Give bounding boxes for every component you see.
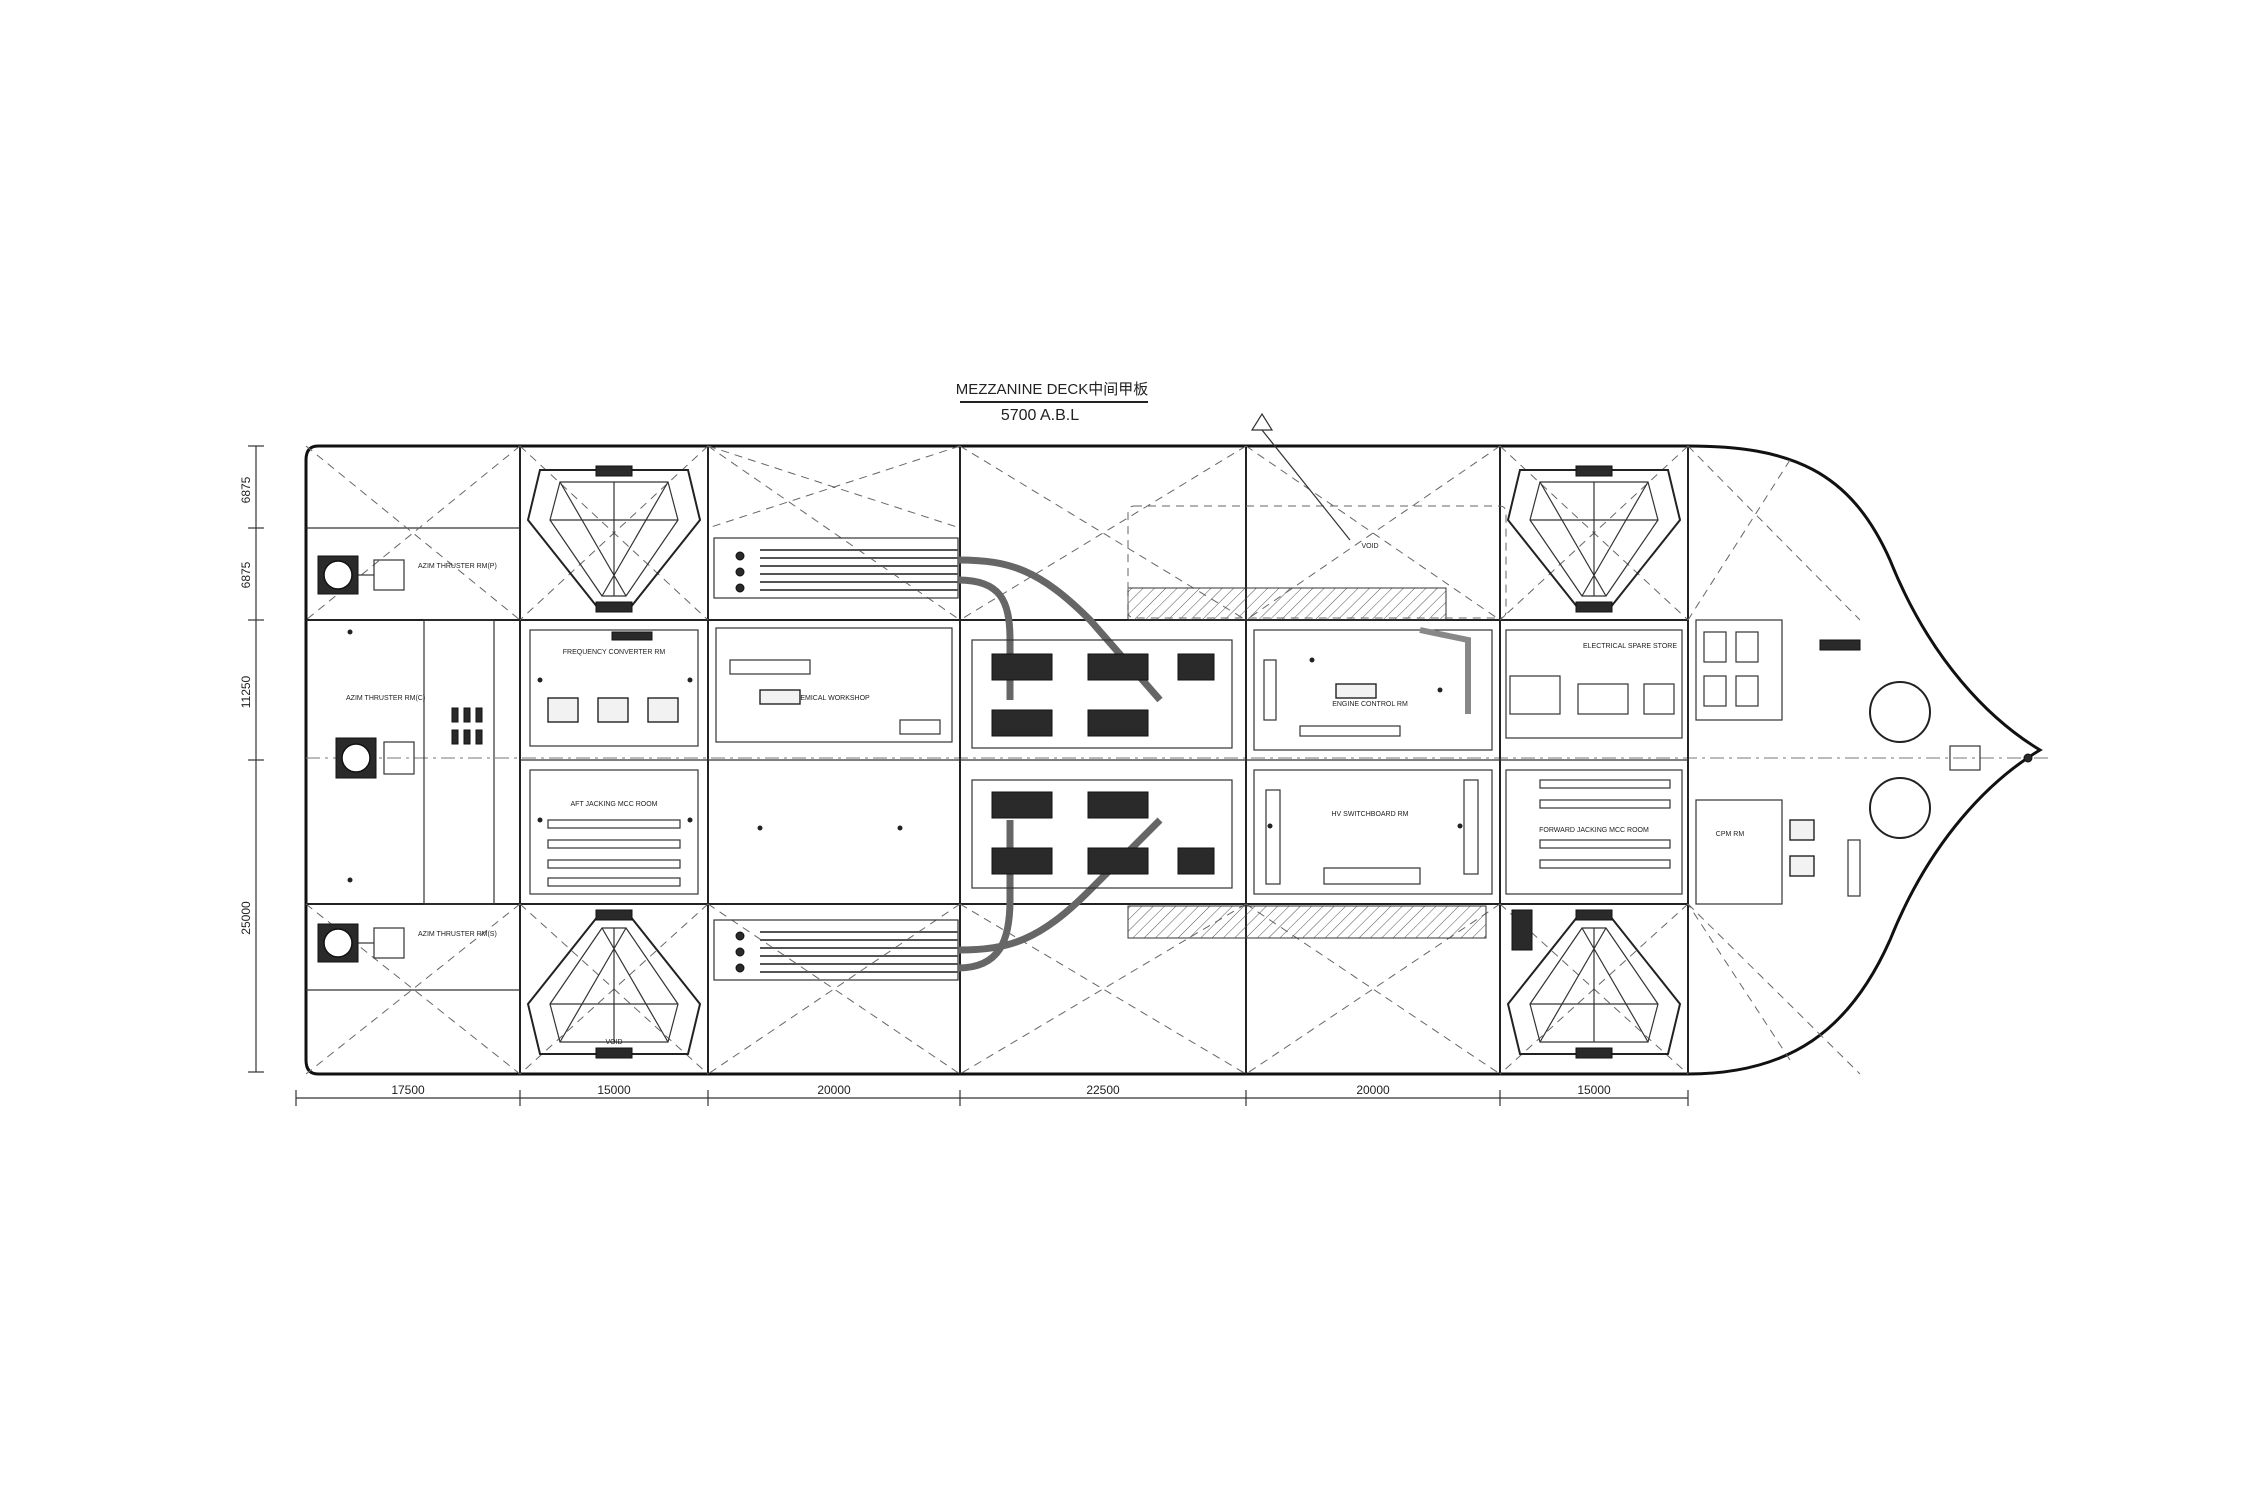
forward-jacking-mcc-room: FORWARD JACKING MCC ROOM [1505, 769, 1683, 951]
dim-left-1: 6875 [239, 476, 253, 503]
title-block: MEZZANINE DECK中间甲板 5700 A.B.L [956, 380, 1149, 424]
hatched-areas [1127, 505, 1507, 939]
thruster-star [317, 923, 405, 963]
label-chem-workshop: CHEMICAL WORKSHOP [790, 695, 870, 702]
generator-sets [971, 639, 1233, 889]
dim-bottom-1: 17500 [391, 1083, 425, 1097]
drawing-title: MEZZANINE DECK中间甲板 [956, 380, 1149, 398]
label-engine-control: ENGINE CONTROL RM [1332, 701, 1408, 708]
dim-left-3: 11250 [239, 675, 253, 708]
dim-bottom-3: 20000 [817, 1083, 851, 1097]
deck-fittings [347, 629, 1463, 883]
leg-well-aft-star [526, 909, 702, 1059]
label-azim-c: AZIM THRUSTER RM(C) [346, 695, 425, 702]
drawing-subtitle: 5700 A.B.L [1001, 407, 1079, 424]
hv-switchboard-room: HV SWITCHBOARD RM [1253, 769, 1493, 895]
thruster-port [317, 555, 405, 595]
label-aft-mcc: AFT JACKING MCC ROOM [571, 801, 658, 808]
leg-well-aft-port [526, 465, 702, 613]
dim-bottom-4: 22500 [1086, 1083, 1120, 1097]
electrical-spare-store: ELECTRICAL SPARE STORE [1505, 629, 1683, 739]
cable-trays-bottom [713, 817, 1163, 981]
dim-bottom-5: 20000 [1356, 1083, 1390, 1097]
void-labels: VOID VOID [605, 543, 1378, 1046]
label-hv-switchboard: HV SWITCHBOARD RM [1332, 811, 1409, 818]
label-void-bottom: VOID [605, 1039, 622, 1046]
label-freq-conv: FREQUENCY CONVERTER RM [563, 649, 666, 656]
dim-left-2: 6875 [239, 561, 253, 588]
chemical-workshop: CHEMICAL WORKSHOP [715, 627, 953, 743]
label-void-top: VOID [1361, 543, 1378, 550]
engine-control-room: ENGINE CONTROL RM [1253, 627, 1493, 751]
label-azim-s: AZIM THRUSTER RM(S) [418, 931, 497, 938]
aft-jacking-mcc-room: AFT JACKING MCC ROOM [529, 769, 699, 895]
dim-bottom-2: 15000 [597, 1083, 631, 1097]
cable-trays-top [713, 537, 1163, 703]
label-fwd-mcc: FORWARD JACKING MCC ROOM [1539, 827, 1649, 834]
dimension-lines: 17500 15000 20000 22500 20000 15000 6875… [239, 445, 1689, 1106]
azimuth-thrusters: AZIM THRUSTER RM(P) AZIM THRUSTER RM(C) … [317, 555, 497, 963]
label-azim-p: AZIM THRUSTER RM(P) [418, 563, 497, 570]
thruster-center [335, 737, 415, 779]
label-elec-spare: ELECTRICAL SPARE STORE [1583, 643, 1677, 650]
label-cpm-rm: CPM RM [1716, 831, 1745, 838]
bow-rooms: CPM RM [1695, 619, 2033, 905]
dim-bottom-6: 15000 [1577, 1083, 1611, 1097]
revision-marker [1250, 412, 1351, 541]
frequency-converter-room: FREQUENCY CONVERTER RM [529, 629, 699, 747]
leg-well-fwd-star [1506, 909, 1682, 1059]
bulkhead-grid [306, 446, 1689, 1074]
leg-well-fwd-port [1506, 465, 1682, 613]
dim-left-4: 25000 [239, 901, 253, 935]
